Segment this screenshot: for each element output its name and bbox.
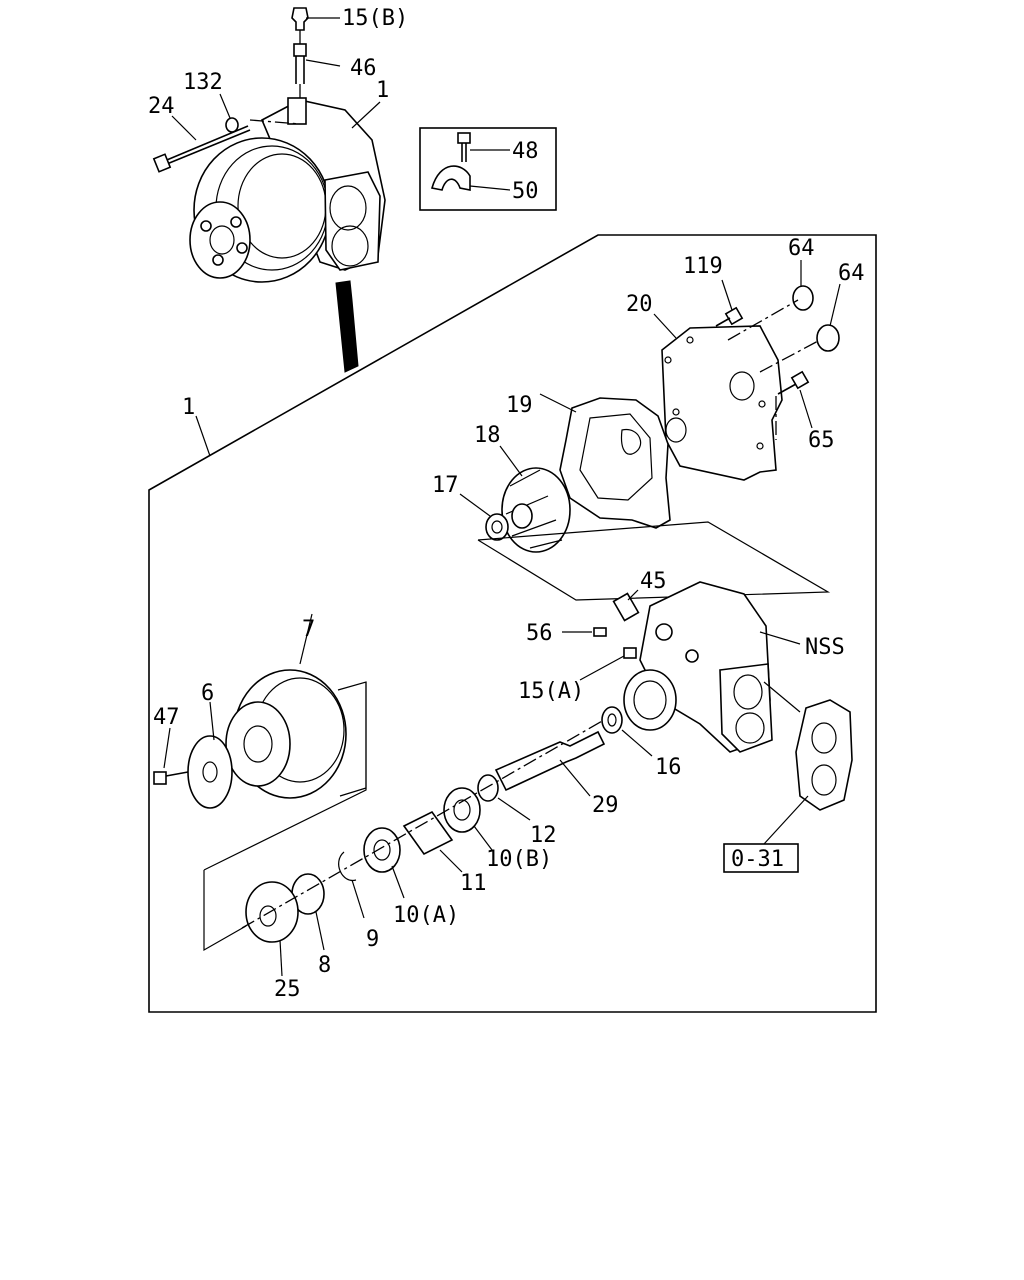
bearing-10a: [363, 827, 401, 873]
bearing-16: [601, 706, 623, 734]
callout-29: 29: [592, 793, 619, 818]
callout-10b: 10(B): [486, 847, 552, 872]
spacer-11: [402, 810, 454, 856]
pulley-7: [225, 669, 367, 799]
callout-45: 45: [640, 569, 667, 594]
callout-19: 19: [506, 393, 533, 418]
callout-16: 16: [655, 755, 682, 780]
callout-group-top: 15(B) 46 132 24 1: [148, 6, 408, 141]
hub-25: [245, 881, 299, 943]
callout-48: 48: [512, 139, 539, 164]
callout-12: 12: [530, 823, 557, 848]
callout-group-cover: 119 64 64 20 65: [626, 236, 865, 453]
callout-8: 8: [318, 953, 331, 978]
callout-17: 17: [432, 473, 459, 498]
callout-1-frame: 1: [182, 395, 195, 420]
bearing-10b: [443, 787, 481, 833]
callout-20: 20: [626, 292, 653, 317]
callout-7: 7: [302, 617, 315, 642]
callout-18: 18: [474, 423, 501, 448]
callout-47: 47: [153, 705, 180, 730]
callout-group-housing: 45 56 NSS 15(A): [518, 569, 845, 704]
assembled-water-pump: [152, 7, 386, 373]
callout-64-b: 64: [838, 261, 865, 286]
shaft-29: [494, 730, 606, 792]
seal-17: [485, 513, 509, 541]
callout-132: 132: [183, 70, 223, 95]
callout-nss: NSS: [805, 635, 845, 660]
reference-label: 0-31: [731, 847, 784, 872]
callout-25: 25: [274, 977, 301, 1002]
callout-64-a: 64: [788, 236, 815, 261]
reference-box: [723, 843, 799, 873]
rear-cover-plate: [661, 285, 840, 481]
callout-15b: 15(B): [342, 6, 408, 31]
callout-24: 24: [148, 94, 175, 119]
callout-56: 56: [526, 621, 553, 646]
callout-6: 6: [201, 681, 214, 706]
callout-10a: 10(A): [393, 903, 459, 928]
callout-11: 11: [460, 871, 487, 896]
exploded-view-frame: [148, 234, 877, 1013]
ring-12: [477, 774, 499, 802]
impeller-18: [501, 467, 571, 553]
callout-9: 9: [366, 927, 379, 952]
gasket-19: [559, 397, 671, 529]
inset-clip-box: 48 50: [419, 127, 557, 211]
callout-119: 119: [683, 254, 723, 279]
snap-ring-9: [338, 851, 357, 881]
callout-15a: 15(A): [518, 679, 584, 704]
callout-1-top: 1: [376, 78, 389, 103]
callout-65: 65: [808, 428, 835, 453]
callout-46: 46: [350, 56, 377, 81]
callout-50: 50: [512, 179, 539, 204]
pump-housing: [623, 581, 773, 753]
